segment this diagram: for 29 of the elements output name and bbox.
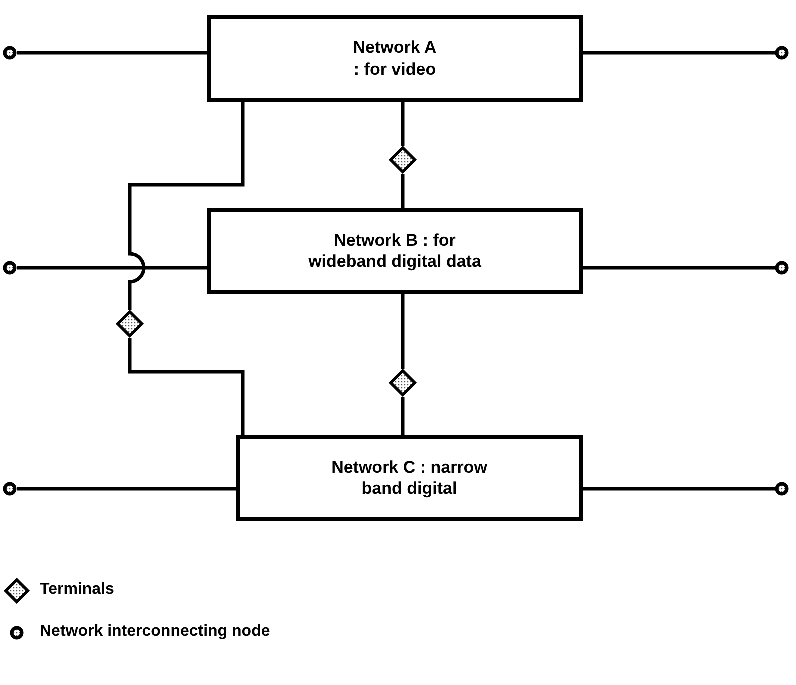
- connector-line: [128, 338, 245, 435]
- interconnecting-node-icon: [3, 482, 17, 496]
- connector-line: [583, 487, 775, 491]
- legend-label: Terminals: [40, 581, 114, 599]
- network-label: Network B : for wideband digital data: [308, 230, 482, 272]
- connector-line: [583, 51, 775, 55]
- connector-line: [401, 294, 405, 369]
- connector-line: [583, 266, 775, 270]
- terminal-icon: [116, 310, 144, 338]
- network-label: Network C : narrow band digital: [330, 456, 488, 500]
- network-box: [207, 208, 583, 294]
- connector-line: [128, 102, 245, 310]
- connector-line: [17, 51, 207, 55]
- interconnecting-node-icon: [3, 261, 17, 275]
- network-box: [207, 15, 583, 102]
- connector-line: [401, 174, 405, 208]
- interconnecting-node-icon: [775, 261, 789, 275]
- connector-line: [401, 102, 405, 146]
- network-label: Network A : for video: [352, 37, 438, 80]
- interconnecting-node-icon: [775, 46, 789, 60]
- connector-line: [17, 266, 207, 270]
- terminal-icon: [389, 369, 417, 397]
- network-box: [236, 435, 583, 521]
- connector-line: [401, 397, 405, 435]
- interconnecting-node-icon: [3, 46, 17, 60]
- interconnecting-node-icon: [775, 482, 789, 496]
- connector-line: [17, 487, 236, 491]
- terminal-icon: [389, 146, 417, 174]
- legend-label: Network interconnecting node: [40, 623, 270, 641]
